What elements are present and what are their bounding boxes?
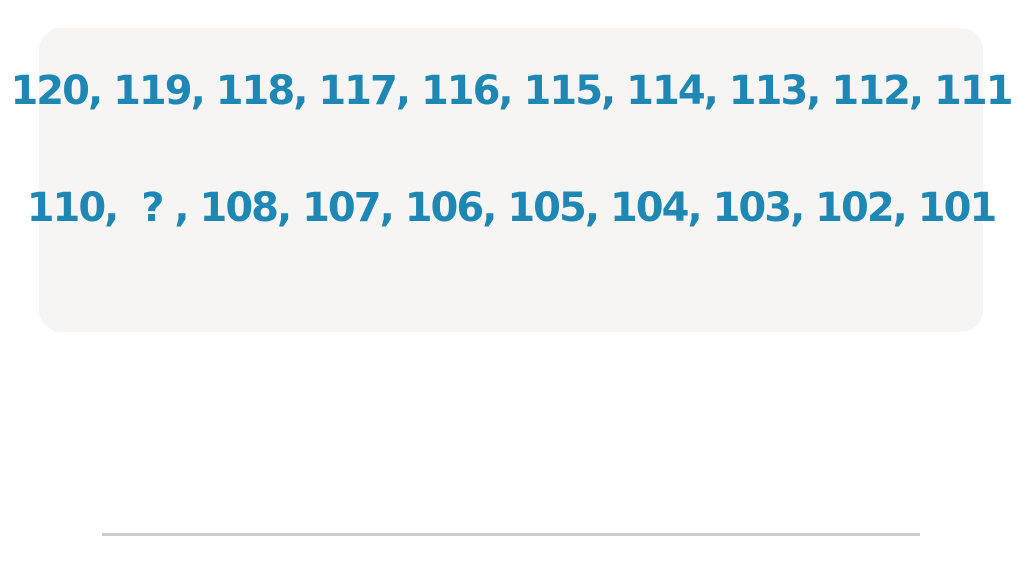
sequence-row-1: 120, 119, 118, 117, 116, 115, 114, 113, … — [10, 68, 1013, 114]
divider-line — [102, 533, 920, 536]
sequence-row-2: 110, ? , 108, 107, 106, 105, 104, 103, 1… — [26, 185, 998, 231]
number-sequence-card — [39, 28, 983, 332]
